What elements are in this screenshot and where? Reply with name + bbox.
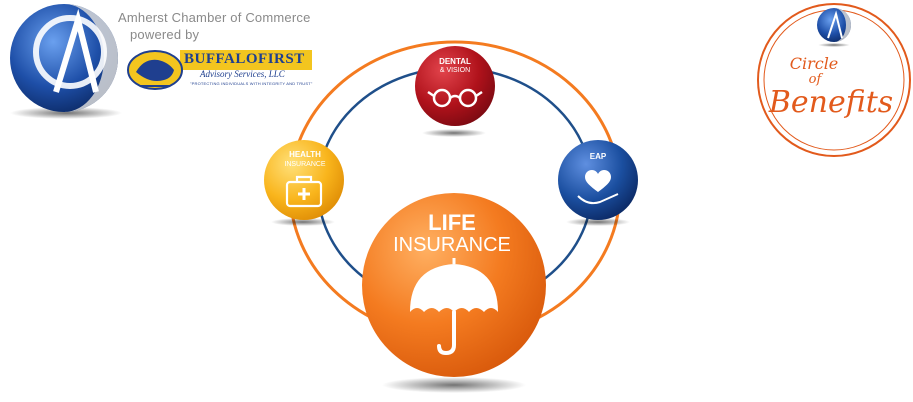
badge-line-of: of bbox=[808, 72, 822, 87]
circle-of-benefits-badge bbox=[757, 3, 911, 157]
buffalofirst-logo bbox=[127, 50, 312, 90]
badge-line-benefits: Benefits bbox=[768, 85, 894, 120]
powered-by-text: powered by bbox=[130, 27, 200, 42]
life-label-line1: LIFE bbox=[428, 210, 476, 235]
buffalofirst-subtitle: Advisory Services, LLC bbox=[200, 69, 285, 79]
dental-label-line1: DENTAL bbox=[439, 57, 471, 66]
health-orb bbox=[264, 140, 344, 220]
umbrella-icon bbox=[410, 258, 498, 356]
dental-shadow bbox=[422, 129, 486, 137]
medical-kit-icon bbox=[285, 175, 323, 208]
logo-shadow bbox=[10, 107, 122, 119]
chamber-logo bbox=[10, 4, 118, 112]
buffalofirst-tagline: "PROTECTING INDIVIDUALS WITH INTEGRITY A… bbox=[190, 81, 313, 86]
heart-hand-icon bbox=[577, 170, 619, 205]
eap-label: EAP bbox=[589, 152, 607, 161]
badge-line-circle: Circle bbox=[789, 54, 839, 73]
buffalofirst-name: BUFFALOFIRST bbox=[184, 51, 305, 67]
life-label-line2: INSURANCE bbox=[393, 234, 511, 256]
chamber-name: Amherst Chamber of Commerce bbox=[118, 10, 311, 25]
eap-shadow bbox=[566, 218, 630, 226]
health-label-line1: HEALTH bbox=[289, 150, 321, 159]
health-label-line2: INSURANCE bbox=[284, 161, 326, 168]
glasses-icon bbox=[427, 88, 483, 108]
dental-label-line2: & VISION bbox=[439, 67, 471, 74]
health-shadow bbox=[271, 218, 335, 226]
dental-orb bbox=[415, 46, 495, 126]
life-shadow bbox=[382, 377, 526, 393]
